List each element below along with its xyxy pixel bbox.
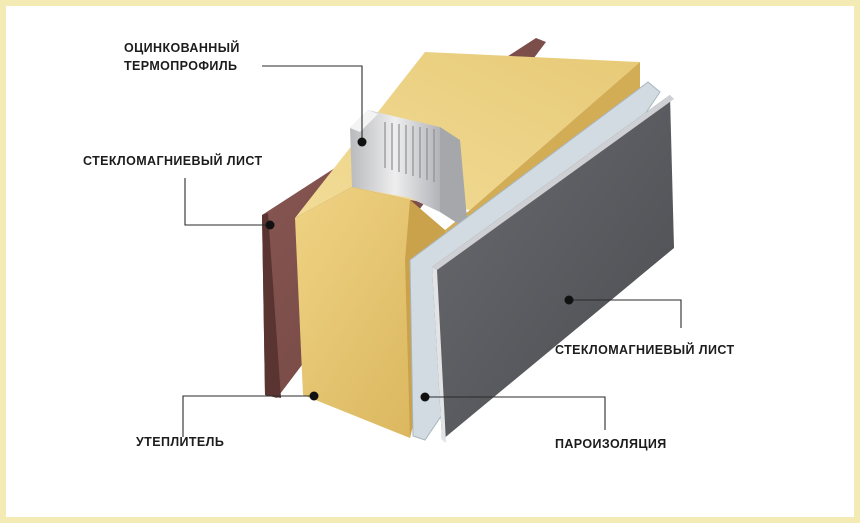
leader-back-sheet [184, 178, 275, 230]
thermo-profile [350, 110, 468, 230]
front-sheet [432, 95, 674, 443]
label-insulation: УТЕПЛИТЕЛЬ [136, 435, 224, 449]
leader-vapor-barrier [420, 392, 606, 430]
label-front-sheet: СТЕКЛОМАГНИЕВЫЙ ЛИСТ [555, 342, 735, 357]
label-back-sheet: СТЕКЛОМАГНИЕВЫЙ ЛИСТ [83, 153, 263, 168]
label-profile-line1: ОЦИНКОВАННЫЙ [124, 40, 240, 55]
label-profile-line2: ТЕРМОПРОФИЛЬ [124, 59, 237, 73]
leader-front-sheet [564, 295, 682, 328]
leader-profile [262, 65, 367, 147]
label-vapor-barrier: ПАРОИЗОЛЯЦИЯ [555, 437, 667, 451]
leader-insulation [182, 391, 319, 437]
